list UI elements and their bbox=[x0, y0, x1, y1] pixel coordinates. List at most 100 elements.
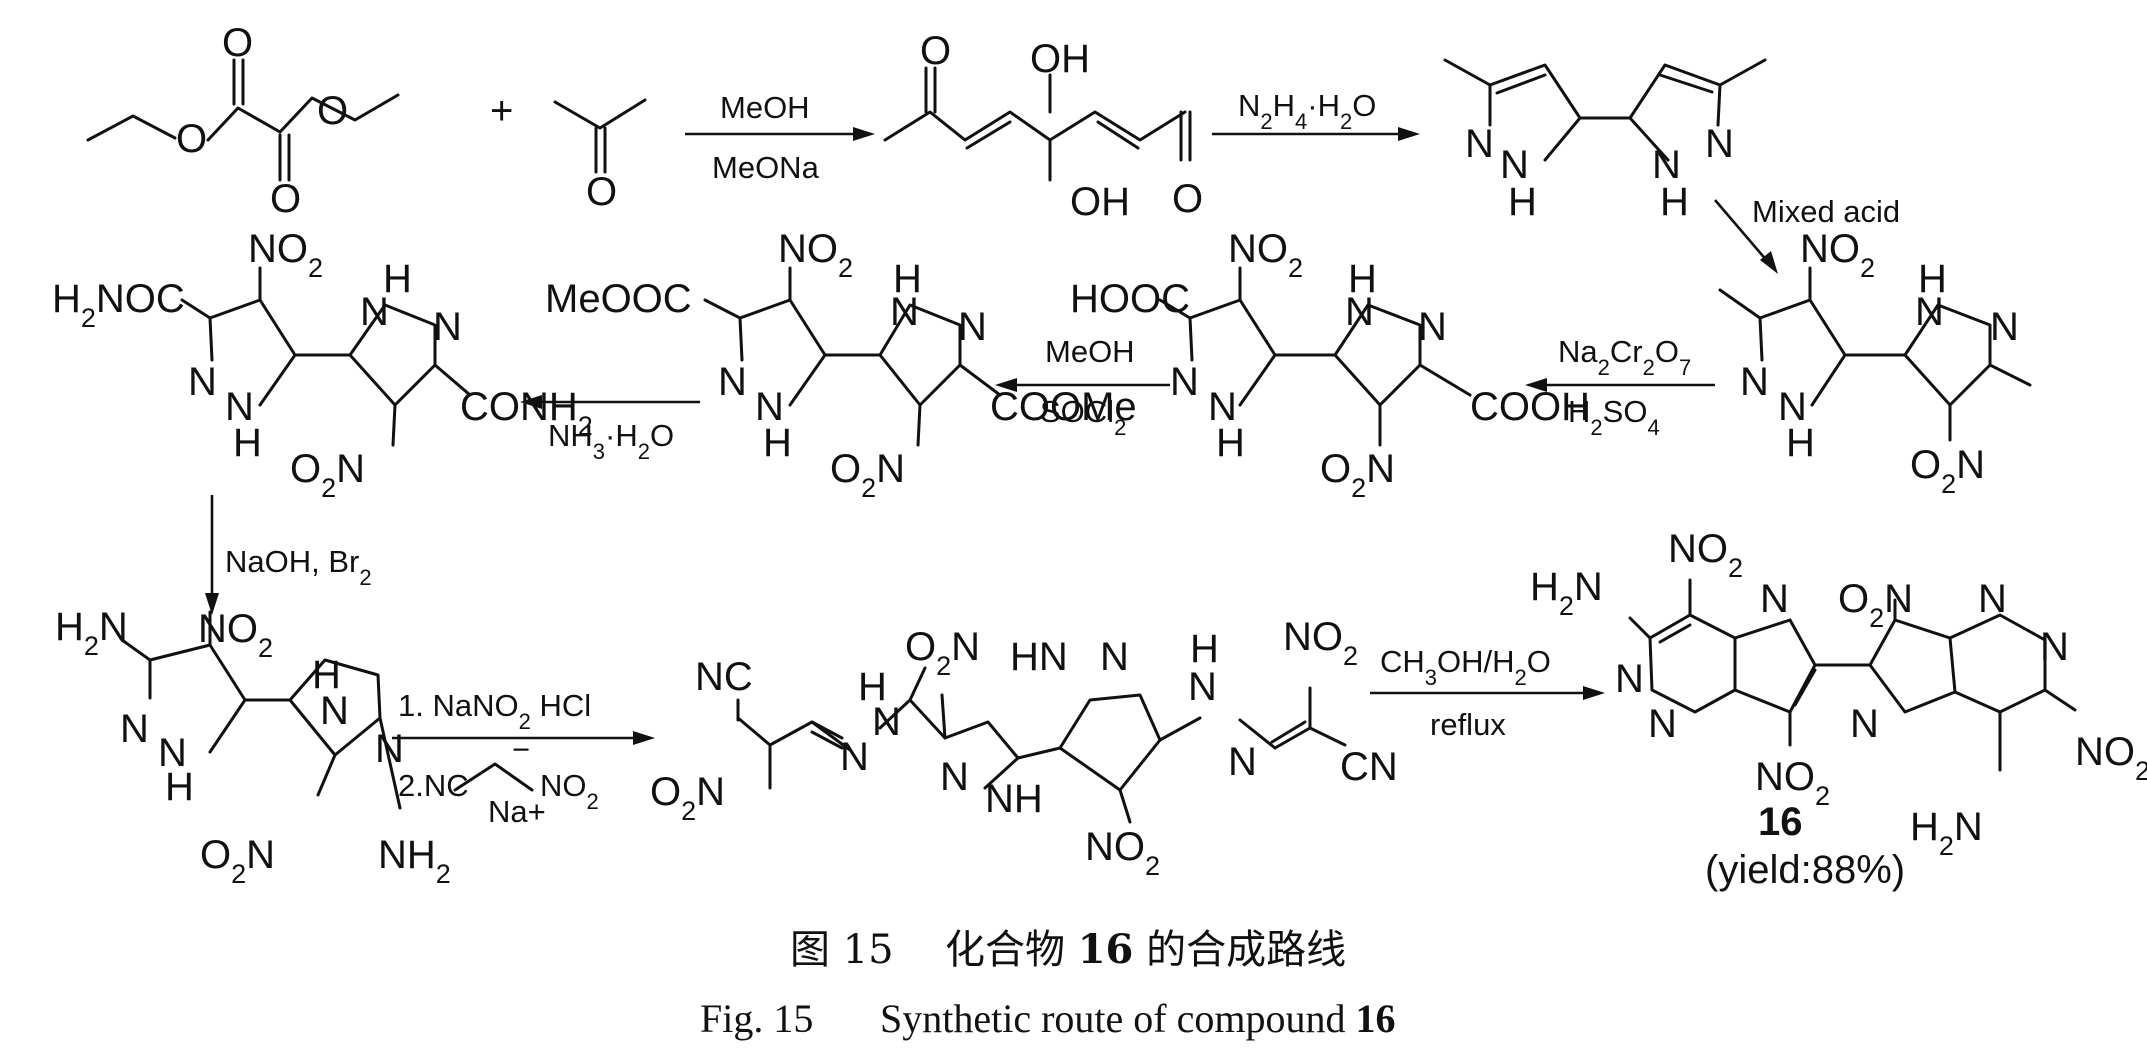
atom-h-left: H bbox=[1508, 180, 1537, 224]
arrow-step-3: Mixed acid bbox=[1714, 194, 1900, 274]
atom-n-right: N bbox=[1705, 122, 1734, 166]
no2-bottom-ester: O2N bbox=[830, 447, 905, 503]
step9-condition-top: CH3OH/H2O bbox=[1380, 644, 1551, 690]
atom-n-product-2: N bbox=[1648, 702, 1677, 746]
dinitro-dimethyl-bipyrazole: NO2 N N H H N N O2N bbox=[1718, 227, 2032, 499]
no2-bottom-acid: O2N bbox=[1320, 447, 1395, 503]
cn-right: CN bbox=[1340, 745, 1398, 789]
atom-nh-left: N bbox=[1500, 143, 1529, 187]
step8-condition-top: 1. NaNO2 HCl bbox=[398, 688, 591, 734]
figure-caption-en: Fig. 15 Synthetic route of compound 16 bbox=[700, 996, 1395, 1041]
no2-bottom-diamino: O2N bbox=[200, 833, 275, 889]
atom-nh-right: N bbox=[1652, 143, 1681, 187]
tetraketone-intermediate: O OH OH O bbox=[883, 29, 1203, 224]
conh2-left: H2NOC bbox=[52, 277, 185, 333]
atom-o-ketone1: O bbox=[920, 29, 951, 73]
coome-left: MeOOC bbox=[545, 277, 692, 321]
coome-right: COOMe bbox=[990, 385, 1137, 429]
atom-n-product-6: N bbox=[1850, 702, 1879, 746]
atom-nh-hydrazone1: N bbox=[872, 700, 901, 744]
nh2-bottom-right: NH2 bbox=[378, 833, 451, 889]
no2-product-right-top: O2N bbox=[1838, 577, 1913, 633]
product-16-structure: H2N NO2 N N N NO2 O2N N N N NO2 H2N bbox=[1530, 527, 2147, 861]
atom-nh-diamino-pz2: N bbox=[320, 689, 349, 733]
dinitro-bipyrazole-dicarboxamide: H2NOC NO2 N N H H N N CONH2 O2N bbox=[52, 227, 593, 503]
step8-no2: NO2 bbox=[540, 768, 599, 814]
acetone: O bbox=[553, 98, 647, 214]
atom-h-amide-pz1: H bbox=[233, 421, 262, 465]
atom-nh-hyd-pz1: NH bbox=[985, 777, 1043, 821]
diethyl-oxalate: O O O O bbox=[86, 21, 400, 221]
atom-h-acid-pz2: H bbox=[1348, 257, 1377, 301]
atom-h-acid-pz1: H bbox=[1216, 421, 1245, 465]
atom-nh-amide-pz2: N bbox=[360, 290, 389, 334]
atom-o-carbonyl1: O bbox=[222, 21, 253, 65]
atom-o-acetone: O bbox=[586, 170, 617, 214]
atom-nh-diamino-pz1: N bbox=[158, 731, 187, 775]
atom-h-pz2: H bbox=[1918, 257, 1947, 301]
arrow-step-1: MeOH MeONa bbox=[685, 90, 875, 185]
atom-n-ester-pz1: N bbox=[718, 360, 747, 404]
atom-o-ketone2: O bbox=[1172, 177, 1203, 221]
atom-n-product-4: N bbox=[1978, 577, 2007, 621]
atom-h-diamino-pz2: H bbox=[312, 653, 341, 697]
atom-n-hyd-pz1: N bbox=[940, 755, 969, 799]
atom-n-ester-pz2: N bbox=[958, 305, 987, 349]
product-yield: (yield:88%) bbox=[1705, 848, 1905, 892]
step1-condition-top: MeOH bbox=[720, 90, 810, 125]
no2-product-right: NO2 bbox=[2075, 730, 2147, 786]
no2-bottom: O2N bbox=[1910, 443, 1985, 499]
atom-h-diamino-pz1: H bbox=[165, 765, 194, 809]
arrow-step-8: 1. NaNO2 HCl 2.NC − NO2 Na+ bbox=[392, 688, 655, 829]
atom-n-product-3: N bbox=[1760, 577, 1789, 621]
atom-n-left: N bbox=[1465, 122, 1494, 166]
caption-en-title: Synthetic route of compound 16 bbox=[880, 996, 1395, 1041]
cn-left: NC bbox=[695, 655, 753, 699]
caption-cn-title: 化合物 16 的合成路线 bbox=[945, 926, 1346, 973]
arrow-step-9: CH3OH/H2O reflux bbox=[1370, 644, 1605, 742]
atom-h-right: H bbox=[1660, 180, 1689, 224]
atom-oh-enol1: OH bbox=[1030, 37, 1090, 81]
atom-h-amide-pz2: H bbox=[383, 257, 412, 301]
caption-en-label: Fig. 15 bbox=[700, 996, 813, 1041]
step8-condition-bottom: 2.NC bbox=[398, 768, 469, 803]
no2-top-hydrazone: O2N bbox=[905, 625, 980, 681]
atom-nh-acid-pz2: N bbox=[1345, 290, 1374, 334]
dimethyl-bipyrazole: N N H N H N bbox=[1443, 58, 1767, 224]
step8-cation: Na+ bbox=[488, 794, 546, 829]
no2-left-hydrazone: O2N bbox=[650, 770, 725, 826]
atom-n-hydrazone1: N bbox=[840, 735, 869, 779]
atom-n-product-1: N bbox=[1615, 657, 1644, 701]
atom-n-diamino-pz2: N bbox=[375, 727, 404, 771]
atom-nh-hydrazone2: N bbox=[1188, 665, 1217, 709]
step2-reagent: N2H4·H2O bbox=[1238, 88, 1376, 134]
plus-sign: + bbox=[490, 89, 513, 133]
no2-top-diamino: NO2 bbox=[198, 607, 273, 663]
atom-n-hyd-pz2: N bbox=[1100, 635, 1129, 679]
atom-n-product-5: N bbox=[2040, 625, 2069, 669]
step5-condition-top: MeOH bbox=[1045, 334, 1135, 369]
atom-h-pz1: H bbox=[1786, 421, 1815, 465]
atom-nh-pz2: N bbox=[1915, 290, 1944, 334]
no2-bottom-hydrazone: NO2 bbox=[1085, 825, 1160, 881]
diamino-dinitro-bipyrazole: H2N NO2 N N H H N N O2N NH2 bbox=[55, 605, 451, 889]
atom-o-ester2: O bbox=[317, 89, 348, 133]
dinitro-bipyrazole-dicarboxylic-acid: HOOC NO2 N N H H N N COOH O2N bbox=[1070, 227, 1590, 503]
no2-product-top: NO2 bbox=[1668, 527, 1743, 583]
no2-bottom-amide: O2N bbox=[290, 447, 365, 503]
product-number: 16 bbox=[1758, 800, 1803, 844]
atom-h-ester-pz2: H bbox=[893, 257, 922, 301]
step7-reagent: NaOH, Br2 bbox=[225, 544, 372, 590]
nh2-top-left: H2N bbox=[55, 605, 128, 661]
nh2-product-bottom: H2N bbox=[1910, 805, 1983, 861]
figure-caption-cn: 图 15 化合物 16 的合成路线 bbox=[790, 926, 1346, 973]
atom-n-acid-pz1: N bbox=[1170, 360, 1199, 404]
step3-reagent: Mixed acid bbox=[1752, 194, 1900, 229]
arrow-step-7: NaOH, Br2 bbox=[205, 495, 372, 615]
atom-n-acid-pz2: N bbox=[1418, 305, 1447, 349]
atom-n-diamino-pz1: N bbox=[120, 707, 149, 751]
atom-hn-hyd-pz2: HN bbox=[1010, 635, 1068, 679]
atom-h-hydrazone1: H bbox=[858, 665, 887, 709]
bis-hydrazone-intermediate: NC O2N N H N O2N N NH HN N NO2 H N N NO2… bbox=[650, 615, 1398, 881]
